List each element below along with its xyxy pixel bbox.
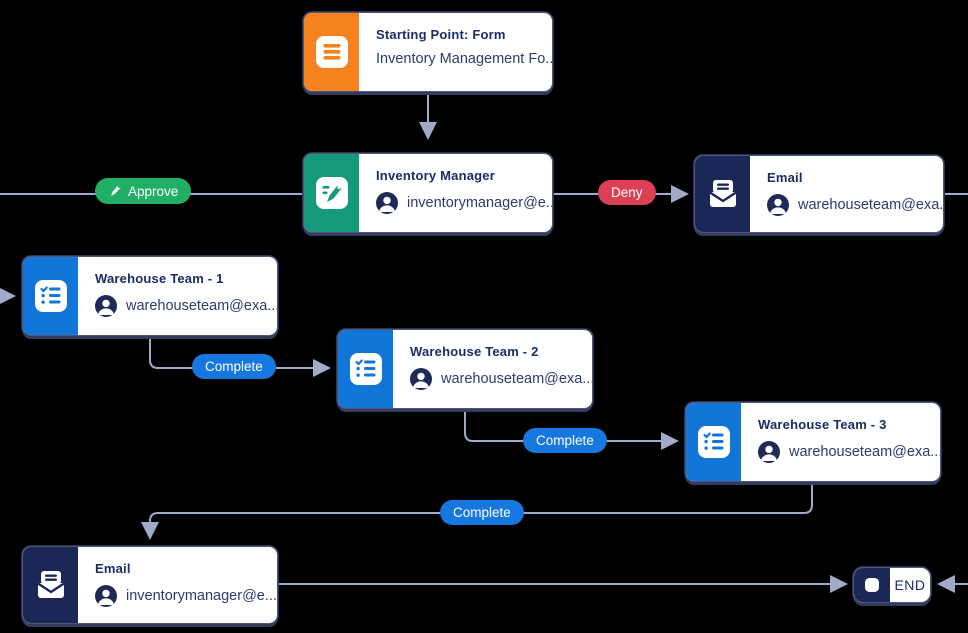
end-label: END: [894, 577, 926, 593]
node-accent-panel: [23, 547, 78, 623]
complete-badge-label: Complete: [453, 505, 511, 520]
checklist-icon: [349, 353, 382, 385]
node-warehouse-team-1[interactable]: Warehouse Team - 1 warehouseteam@exa...: [22, 256, 278, 336]
node-email-deny[interactable]: Email warehouseteam@exa...: [694, 155, 944, 233]
assignee-email: warehouseteam@exa...: [789, 444, 941, 460]
assignee-email: warehouseteam@exa...: [126, 298, 278, 314]
node-accent-panel: [23, 257, 78, 335]
node-accent-panel: [695, 156, 750, 232]
node-accent-panel: [686, 403, 741, 481]
avatar-icon: [767, 194, 789, 216]
form-name: Inventory Management Fo...: [376, 51, 553, 67]
node-title: Warehouse Team - 2: [410, 344, 539, 359]
assignee-email: inventorymanager@e...: [126, 588, 277, 604]
connector-wt2-to-wt3: [464, 410, 679, 450]
end-node[interactable]: END: [853, 567, 931, 603]
complete-badge-label: Complete: [205, 359, 263, 374]
connector-wt1-to-wt2: [149, 337, 331, 377]
checklist-icon: [697, 426, 730, 458]
email-icon: [36, 571, 65, 598]
assignee-email: warehouseteam@exa...: [441, 371, 593, 387]
node-warehouse-team-2[interactable]: Warehouse Team - 2 warehouseteam@exa...: [337, 329, 593, 409]
complete-badge-3[interactable]: Complete: [440, 500, 524, 525]
checklist-icon: [34, 280, 67, 312]
node-starting-point-form[interactable]: Starting Point: Form Inventory Managemen…: [303, 12, 553, 92]
avatar-icon: [758, 441, 780, 463]
complete-badge-label: Complete: [536, 433, 594, 448]
avatar-icon: [410, 368, 432, 390]
node-inventory-manager[interactable]: Inventory Manager inventorymanager@e...: [303, 153, 553, 233]
assignee-email: inventorymanager@e...: [407, 195, 553, 211]
node-title: Warehouse Team - 1: [95, 271, 224, 286]
deny-badge[interactable]: Deny: [598, 180, 656, 205]
node-title: Email: [767, 170, 803, 185]
avatar-icon: [376, 192, 398, 214]
avatar-icon: [95, 585, 117, 607]
node-warehouse-team-3[interactable]: Warehouse Team - 3 warehouseteam@exa...: [685, 402, 941, 482]
assignee-email: warehouseteam@exa...: [798, 197, 944, 213]
complete-badge-2[interactable]: Complete: [523, 428, 607, 453]
email-icon: [708, 180, 737, 207]
approve-badge[interactable]: Approve: [95, 178, 192, 204]
node-title: Starting Point: Form: [376, 27, 506, 42]
approval-icon: [315, 177, 348, 209]
approve-badge-label: Approve: [128, 183, 179, 199]
node-title: Email: [95, 561, 131, 576]
node-email-final[interactable]: Email inventorymanager@e...: [22, 546, 278, 624]
node-accent-panel: [304, 154, 359, 232]
complete-badge-1[interactable]: Complete: [192, 354, 276, 379]
node-accent-panel: [304, 13, 359, 91]
node-title: Inventory Manager: [376, 168, 495, 183]
stop-icon: [854, 568, 890, 602]
avatar-icon: [95, 295, 117, 317]
deny-badge-label: Deny: [611, 185, 643, 200]
form-icon: [315, 36, 348, 68]
node-accent-panel: [338, 330, 393, 408]
pen-icon: [111, 185, 121, 196]
node-title: Warehouse Team - 3: [758, 417, 887, 432]
